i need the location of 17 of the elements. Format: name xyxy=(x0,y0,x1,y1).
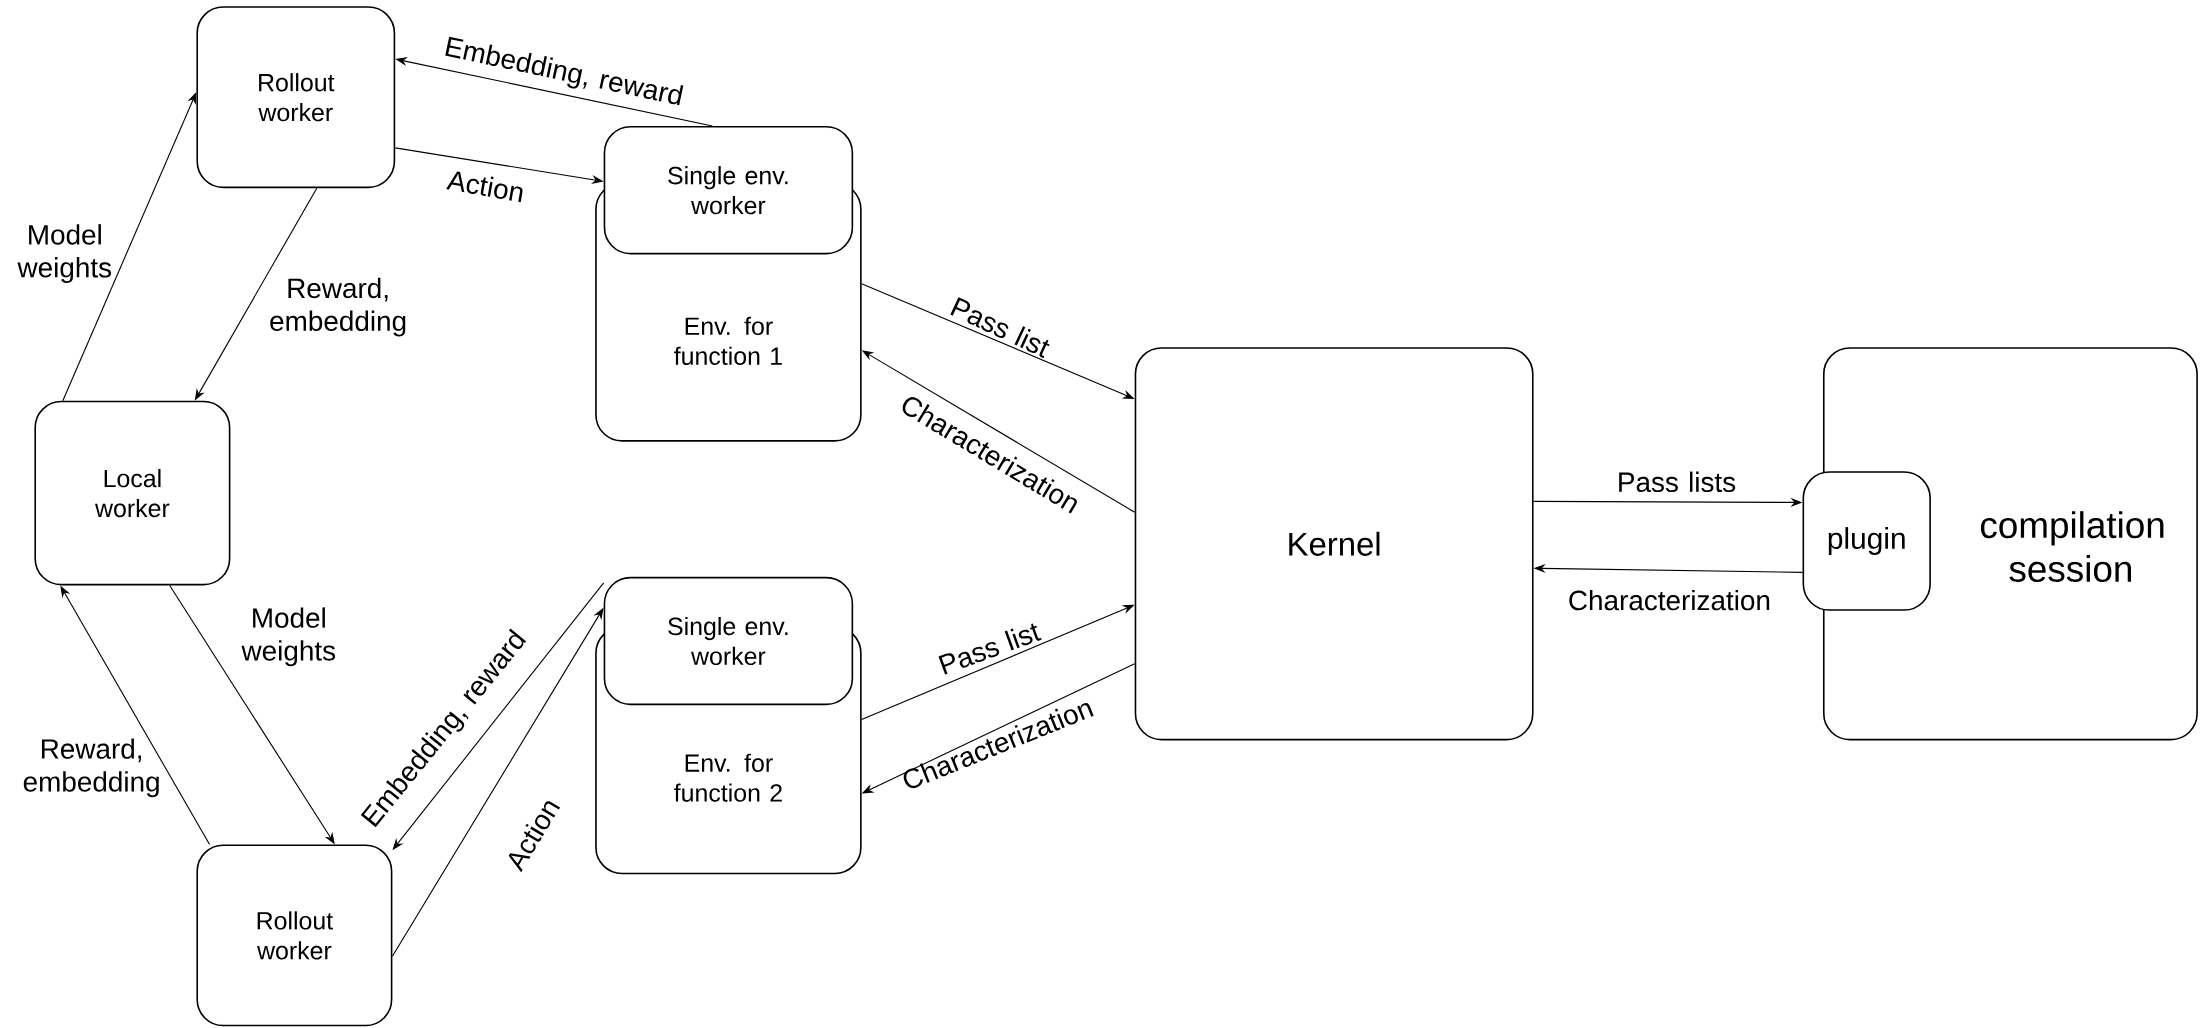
edge-label: Reward, embedding xyxy=(23,738,159,798)
edge-label: Reward, embedding xyxy=(270,277,406,337)
arrow xyxy=(62,92,197,402)
worker-box: Single env. worker xyxy=(603,126,854,255)
worker-box: Local worker xyxy=(34,400,231,586)
edge-label: Pass list xyxy=(950,297,1050,358)
worker-box: Rollout worker xyxy=(196,844,393,1027)
edge-label: Model weights xyxy=(241,607,336,667)
edge-label: Action xyxy=(446,171,523,203)
edge-label: Model weights xyxy=(17,224,112,284)
plugin-box: plugin xyxy=(1802,471,1931,611)
worker-box: Single env. worker xyxy=(603,576,854,706)
edge-label: Characterization xyxy=(1569,589,1770,611)
kernel-box: Kernel xyxy=(1134,347,1534,741)
worker-box: Rollout worker xyxy=(196,6,396,189)
edge-label: Pass list xyxy=(938,623,1042,675)
edge-label: Pass lists xyxy=(1619,471,1736,493)
